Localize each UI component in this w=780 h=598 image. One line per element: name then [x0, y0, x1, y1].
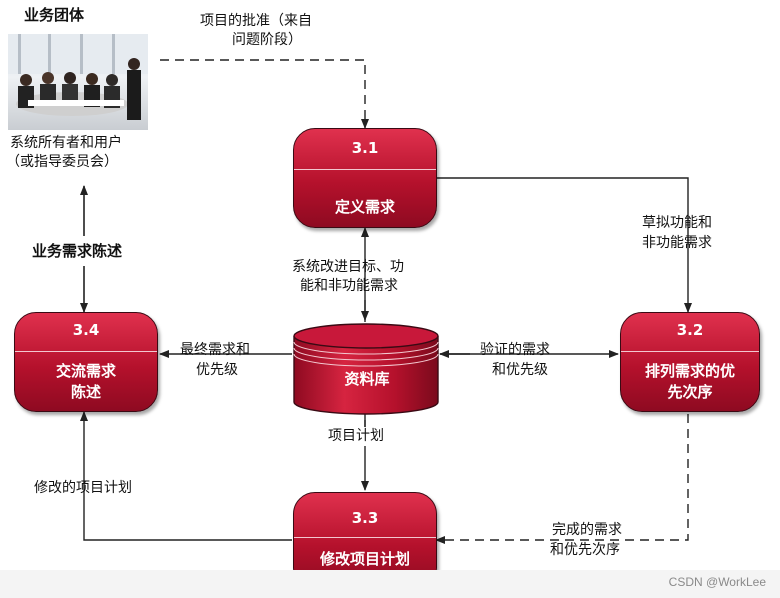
business-group-caption-2: （或指导委员会）: [6, 154, 118, 170]
process-3-2-name-1: 排列需求的优: [644, 362, 735, 380]
process-3-4: 3.4 交流需求 陈述: [14, 312, 158, 412]
revised-plan-flow: [80, 411, 292, 541]
process-3-1: 3.1 定义需求: [293, 128, 437, 228]
completed-label-1: 完成的需求: [552, 522, 622, 538]
business-group-title: 业务团体: [24, 6, 85, 24]
process-3-2-divider: [621, 351, 759, 352]
completed-label-2: 和优先次序: [550, 542, 620, 558]
process-3-1-number: 3.1: [351, 139, 379, 157]
process-3-3-name: 修改项目计划: [319, 550, 410, 568]
approval-label-2: 问题阶段）: [232, 32, 302, 48]
verified-label-1: 验证的需求: [480, 342, 550, 358]
datastore-cylinder: [293, 323, 439, 415]
process-3-2: 3.2 排列需求的优 先次序: [620, 312, 760, 412]
process-3-4-divider: [15, 351, 157, 352]
final-label-1: 最终需求和: [180, 342, 250, 358]
approval-flow: [160, 59, 369, 129]
process-3-2-number: 3.2: [676, 321, 704, 339]
process-3-4-number: 3.4: [72, 321, 100, 339]
goals-label-1: 系统改进目标、功: [292, 259, 404, 275]
process-3-4-name-2: 陈述: [70, 383, 101, 401]
statement-label: 业务需求陈述: [30, 242, 125, 261]
draft-label-2: 非功能需求: [642, 235, 712, 251]
revised-plan-label: 修改的项目计划: [34, 480, 132, 496]
process-3-3-number: 3.3: [351, 509, 379, 527]
process-3-1-name: 定义需求: [334, 198, 395, 216]
watermark: CSDN @WorkLee: [668, 575, 766, 589]
meeting-people-icon: [8, 34, 148, 120]
business-meeting-photo: [8, 34, 148, 130]
plan-label: 项目计划: [326, 427, 386, 446]
final-label-2: 优先级: [196, 362, 238, 378]
footer-bar: CSDN @WorkLee: [0, 570, 780, 598]
datastore-name: 资料库: [344, 370, 390, 388]
completed-flow: [435, 414, 689, 544]
process-3-2-name-2: 先次序: [667, 383, 713, 401]
process-3-1-divider: [294, 169, 436, 170]
business-group-caption-1: 系统所有者和用户: [10, 135, 122, 151]
verified-label-2: 和优先级: [492, 362, 548, 378]
draft-label-1: 草拟功能和: [642, 215, 712, 231]
process-3-4-name-1: 交流需求: [55, 362, 116, 380]
process-3-3-divider: [294, 537, 436, 538]
draft-flow: [436, 177, 692, 313]
goals-label-2: 能和非功能需求: [300, 278, 398, 294]
approval-label-1: 项目的批准（来自: [200, 13, 312, 29]
